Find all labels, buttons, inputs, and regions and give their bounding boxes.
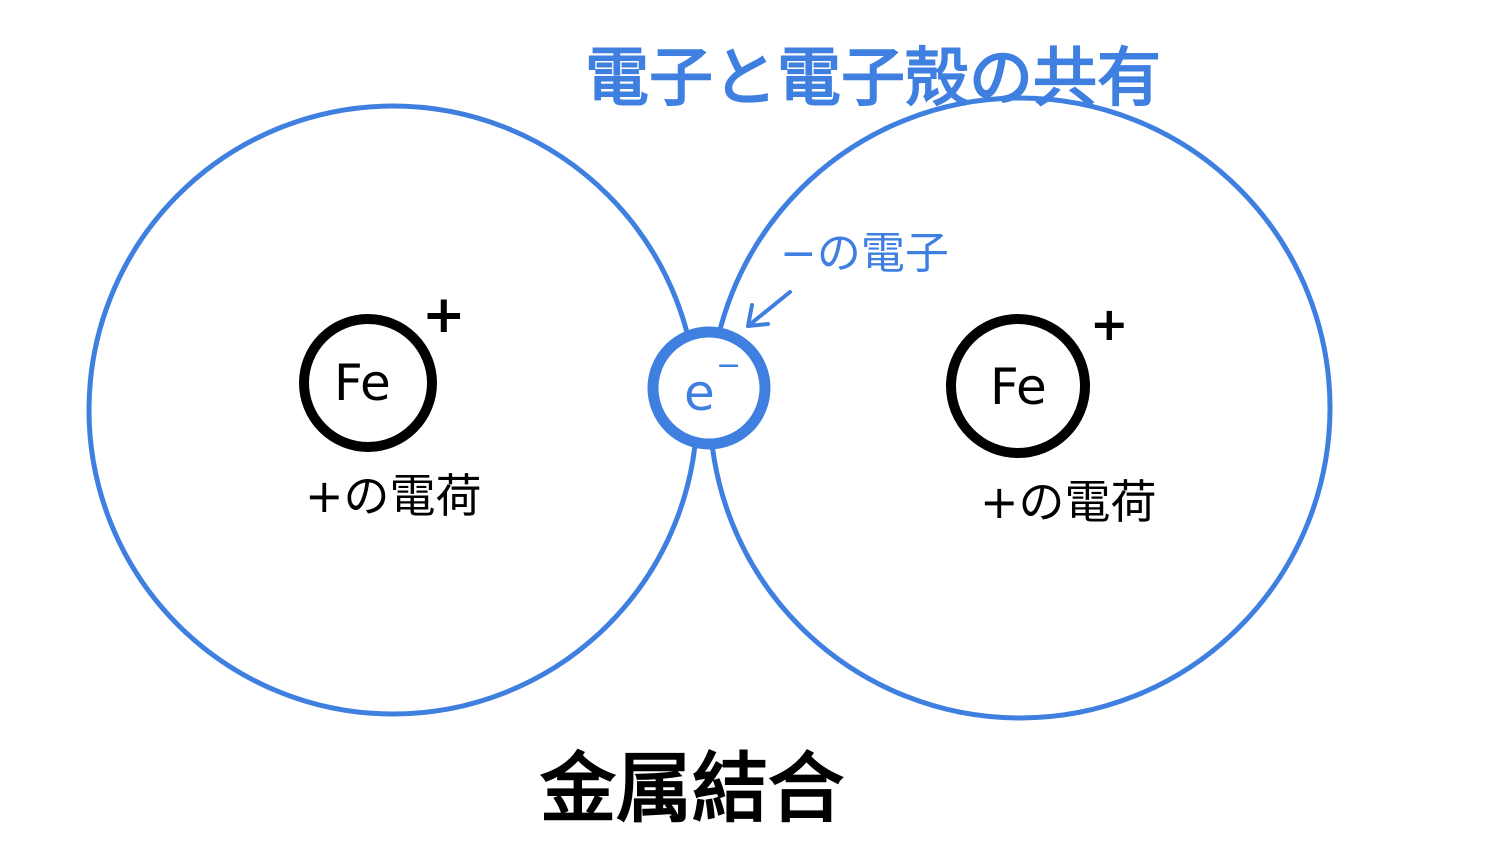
arrow-icon <box>746 290 792 328</box>
left-nucleus-symbol: Fe <box>334 354 391 412</box>
electron-charge: − <box>716 348 741 383</box>
left-nucleus <box>299 314 437 452</box>
right-charge-caption: +の電荷 <box>980 475 1157 529</box>
left-electron-shell <box>86 103 700 717</box>
diagram-caption: 金属結合 <box>539 744 844 833</box>
shared-electron <box>647 326 771 450</box>
left-charge-caption: +の電荷 <box>305 469 482 523</box>
electron-label: −の電子 <box>780 228 949 279</box>
electron-symbol: e <box>684 364 715 422</box>
left-nucleus-charge: + <box>422 285 466 345</box>
right-nucleus-symbol: Fe <box>990 358 1047 416</box>
right-nucleus-charge: + <box>1090 297 1129 351</box>
right-nucleus <box>946 314 1090 458</box>
